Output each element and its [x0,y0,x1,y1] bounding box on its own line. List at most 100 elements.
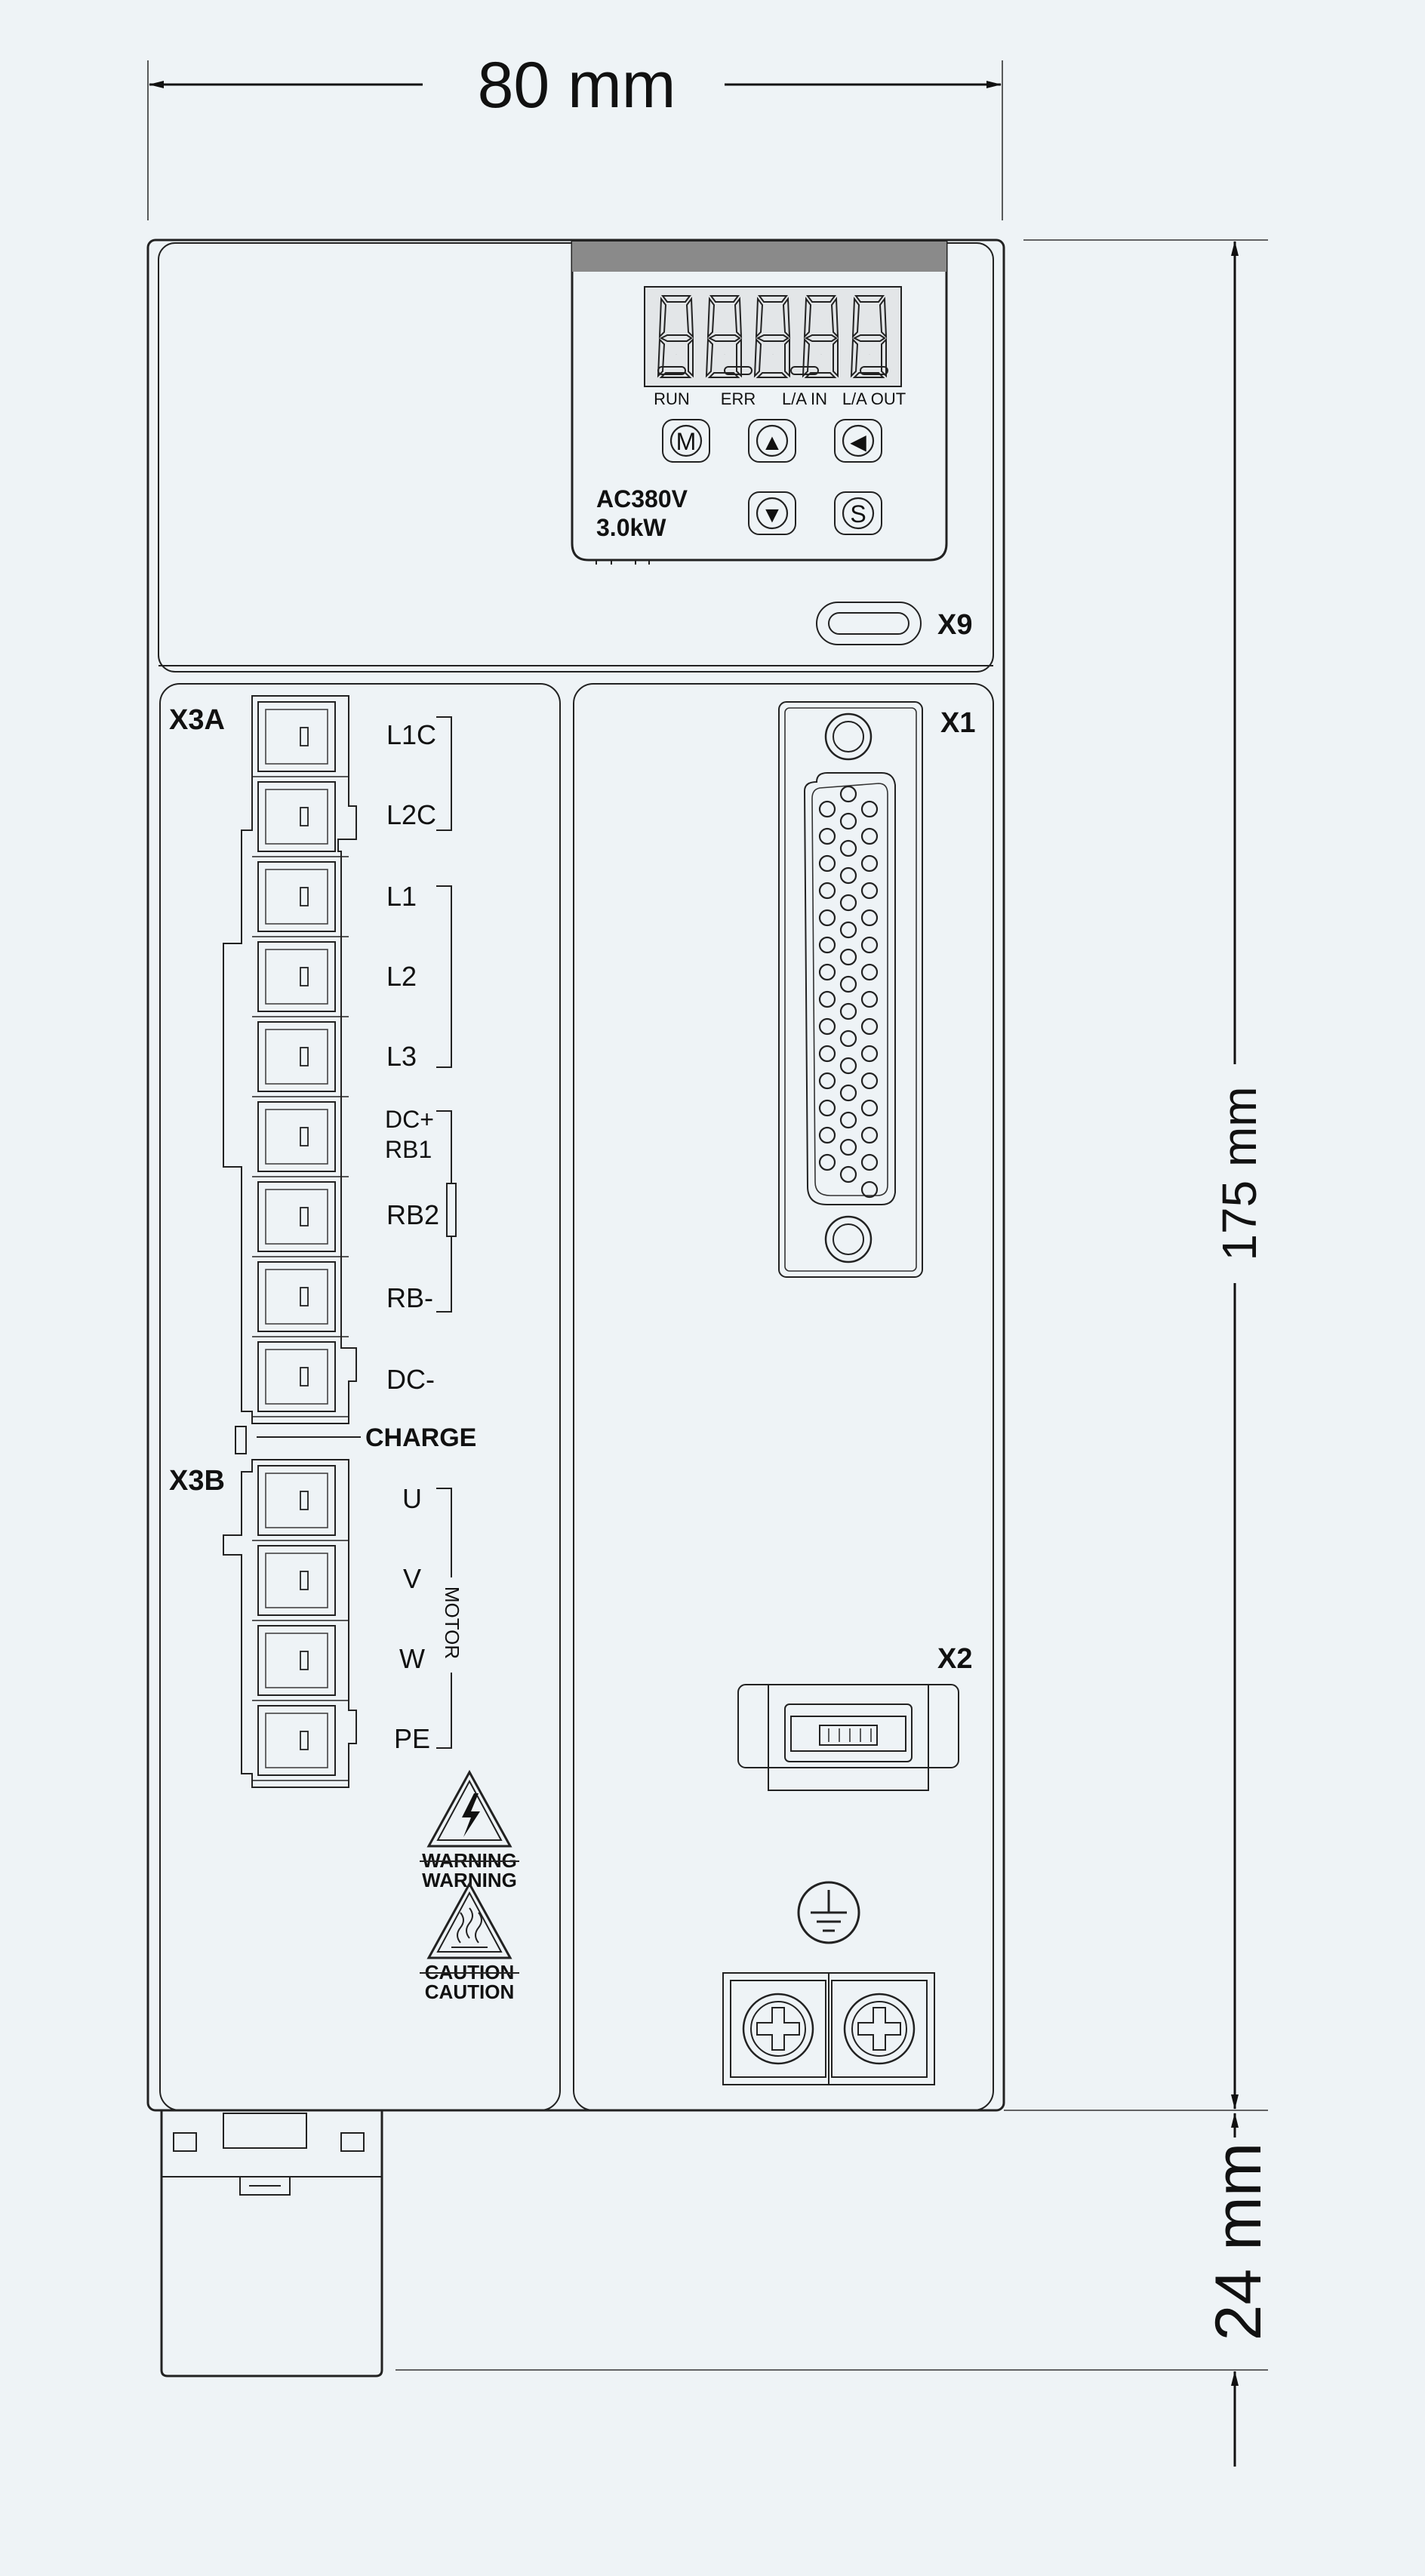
x1-pin [818,1153,836,1171]
panel-header [572,242,946,272]
status-led: L/A OUT [842,366,906,408]
x1-pin [860,909,879,927]
led-label: L/A OUT [842,389,906,408]
warning-symbol: WARNING WARNING [420,1769,519,1891]
x1-pin-array [818,785,879,1199]
x2-connector[interactable]: X2 [737,1643,972,1791]
mounting-bracket [160,2110,383,2377]
left-button[interactable]: ◀ [834,419,882,463]
x1-pin [818,827,836,845]
height-dimension-label: 175 mm [1212,1086,1266,1260]
terminal-slot[interactable] [252,861,349,937]
up-arrow-icon: ▲ [761,430,783,455]
x1-pin [818,1017,836,1036]
x1-pin [839,785,857,803]
drive-housing [146,239,1005,2112]
x1-pin [839,1057,857,1075]
x1-pin [818,963,836,981]
x1-pin [860,882,879,900]
display-digit: 8 [753,295,791,378]
caution-symbol: CAUTION CAUTION [420,1881,519,2003]
width-dimension: 80 mm [147,49,1003,220]
x1-pin [818,800,836,818]
x1-pin [860,1072,879,1090]
terminal-slot[interactable] [252,1625,349,1701]
x1-pin [839,1029,857,1048]
ground-screw-right-icon[interactable] [843,1993,916,2065]
x1-pin [818,1045,836,1063]
x1-pin [839,1138,857,1156]
depth-dimension-label: 24 mm [1202,2143,1275,2341]
x1-pin [860,963,879,981]
motor-label: MOTOR [441,1587,463,1659]
down-arrow-icon: ▼ [761,503,783,528]
x3a-terminal-label: L2C [386,799,436,830]
status-led: L/A IN [782,366,827,408]
x1-label: X1 [940,707,975,739]
status-leds: RUN ERR L/A IN L/A OUT [654,366,906,408]
terminal-slot[interactable] [252,1545,349,1621]
down-button[interactable]: ▼ [748,491,796,535]
terminal-slot[interactable] [252,1181,349,1257]
x1-pin [860,990,879,1008]
rating-power: 3.0kW [596,514,666,541]
x1-pin [839,839,857,857]
ground-screw-left-icon[interactable] [742,1993,814,2065]
ground-symbol [797,1881,860,1944]
x3b-terminal-label: V [403,1563,421,1594]
x3a-terminal-label: RB1 [385,1136,432,1163]
x1-pin [818,854,836,873]
status-led: RUN [654,366,690,408]
display-digit-value: 8 [676,354,677,355]
x1-pin [818,882,836,900]
status-led: ERR [721,366,756,408]
rating-voltage: AC380V [596,485,688,512]
led-label: RUN [654,389,690,408]
led-label: L/A IN [782,389,827,408]
terminal-slot[interactable] [252,1341,349,1417]
x1-pin [818,990,836,1008]
x1-pin [839,894,857,912]
x3b-terminal-label: W [399,1643,425,1674]
x3a-label: X3A [169,704,225,736]
x3a-terminal-label: DC- [386,1364,435,1395]
x1-pin [860,1099,879,1117]
terminal-slot[interactable] [252,941,349,1017]
x1-pin [860,1180,879,1199]
x1-pin [860,827,879,845]
x3a-terminal-label: L1 [386,881,417,912]
display-digit: 8 [802,295,839,378]
x3b-terminal-label: PE [394,1723,430,1754]
terminal-slot[interactable] [252,1101,349,1177]
terminal-slot[interactable] [252,1465,349,1541]
warning-label: WARNING [422,1869,517,1891]
x1-pin [839,948,857,966]
x1-pin [818,1126,836,1144]
x1-pin [818,909,836,927]
x1-pin [839,812,857,830]
terminal-slot[interactable] [252,781,349,857]
terminal-slot[interactable] [252,701,349,777]
x3b-terminal-label: U [402,1483,422,1514]
x9-port[interactable]: X9 [816,602,972,645]
set-button[interactable]: S [834,491,882,535]
terminal-slot[interactable] [252,1705,349,1781]
terminal-slot[interactable] [252,1021,349,1097]
x1-pin [860,1045,879,1063]
lightning-icon [462,1793,480,1837]
hot-surface-icon [451,1907,488,1948]
up-button[interactable]: ▲ [748,419,796,463]
x1-pin [839,921,857,939]
x3a-terminal-label: DC+ [385,1106,434,1133]
x1-pin [839,866,857,885]
x1-pin [860,1126,879,1144]
terminal-slot[interactable] [252,1261,349,1337]
x1-connector[interactable]: X1 [778,701,975,1278]
ground-terminal-block[interactable] [722,1972,935,2085]
mode-button[interactable]: M [662,419,710,463]
